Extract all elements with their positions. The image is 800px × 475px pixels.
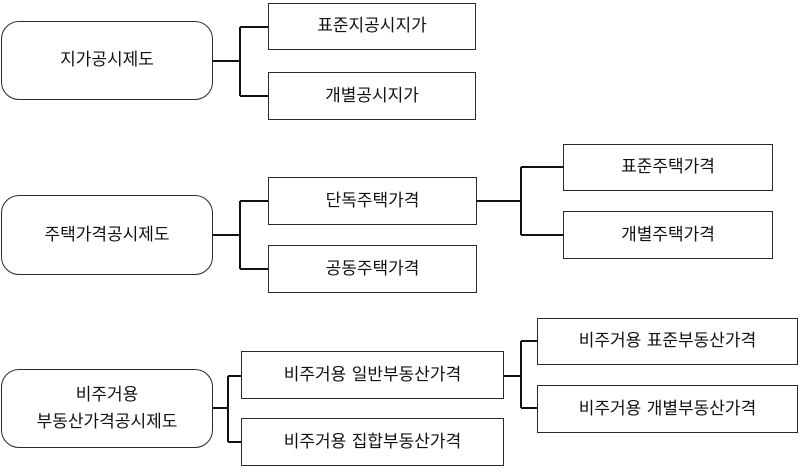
root-housing-price-label: 주택가격공시제도 (44, 224, 170, 245)
node-standard-land-price-label: 표준지공시지가 (317, 16, 427, 37)
node-standard-land-price: 표준지공시지가 (268, 3, 476, 50)
node-individual-land-price: 개별공시지가 (268, 72, 476, 120)
root-housing-price: 주택가격공시제도 (1, 195, 213, 275)
connector-g2-sub (477, 166, 563, 236)
node-apartment-house-price-label: 공동주택가격 (325, 258, 420, 279)
connector-g1 (213, 26, 268, 97)
node-standard-house-price: 표준주택가격 (563, 144, 773, 191)
node-individual-house-price: 개별주택가격 (563, 211, 773, 259)
node-nonresidential-individual-price-label: 비주거용 개별부동산가격 (578, 398, 757, 419)
node-nonresidential-collective-price: 비주거용 집합부동산가격 (241, 418, 504, 466)
node-nonresidential-standard-price: 비주거용 표준부동산가격 (537, 318, 798, 365)
node-nonresidential-individual-price: 비주거용 개별부동산가격 (537, 385, 798, 433)
node-individual-land-price-label: 개별공시지가 (325, 85, 419, 106)
connector-g3-sub (504, 340, 537, 409)
node-apartment-house-price: 공동주택가격 (268, 245, 477, 293)
node-nonresidential-general-price: 비주거용 일반부동산가격 (241, 351, 504, 399)
root-land-price-label: 지가공시제도 (60, 50, 154, 71)
node-nonresidential-general-price-label: 비주거용 일반부동산가격 (283, 364, 462, 385)
node-nonresidential-collective-price-label: 비주거용 집합부동산가격 (283, 431, 462, 452)
root-nonresidential-price: 비주거용 부동산가격공시제도 (1, 369, 213, 448)
root-land-price: 지가공시제도 (1, 21, 213, 100)
connector-g2 (213, 200, 268, 270)
root-nonresidential-label-line2: 부동산가격공시제도 (36, 411, 178, 432)
node-individual-house-price-label: 개별주택가격 (621, 224, 715, 245)
node-detached-house-price-label: 단독주택가격 (325, 190, 420, 211)
node-standard-house-price-label: 표준주택가격 (621, 157, 715, 178)
connector-g3 (213, 375, 241, 443)
root-nonresidential-label-line1: 비주거용 (75, 385, 139, 406)
node-nonresidential-standard-price-label: 비주거용 표준부동산가격 (578, 331, 757, 352)
node-detached-house-price: 단독주택가격 (268, 177, 477, 225)
